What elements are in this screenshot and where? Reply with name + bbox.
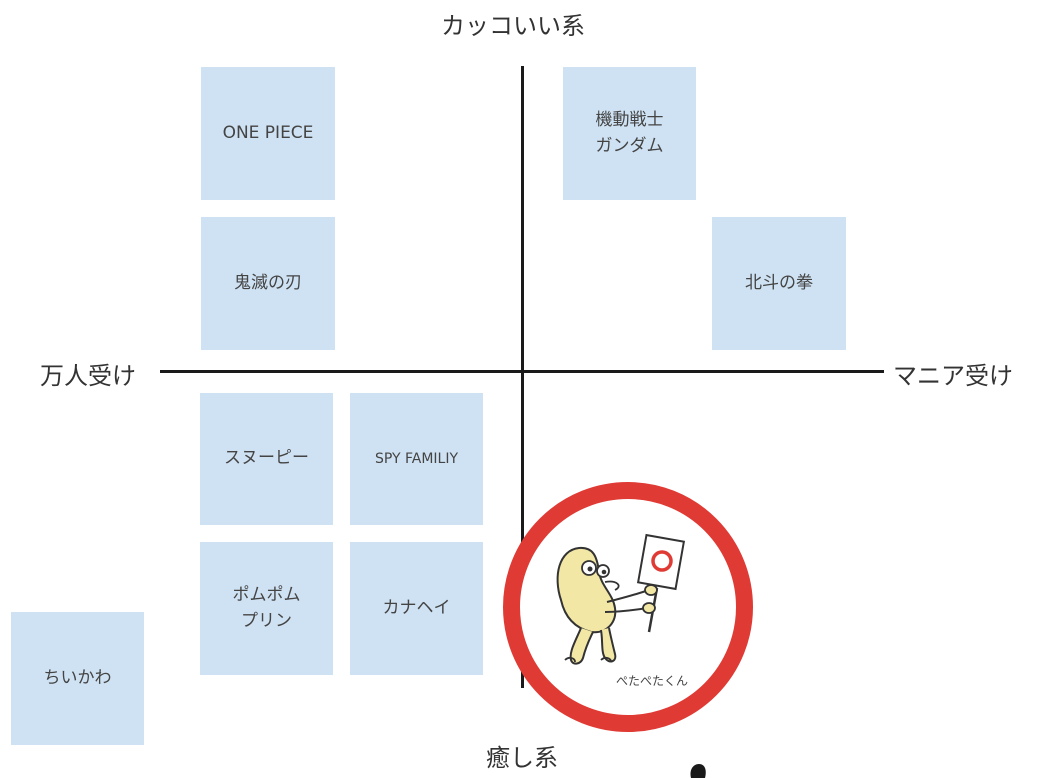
note-spy-family: SPY FAMILIY <box>350 393 483 525</box>
note-label: ちいかわ <box>43 667 112 688</box>
note-label: カナヘイ <box>382 597 451 618</box>
vertical-axis <box>521 66 524 688</box>
note-label: SPY FAMILIY <box>374 450 459 467</box>
note-hokuto: 北斗の拳 <box>712 217 846 350</box>
note-one-piece: ONE PIECE <box>201 67 335 200</box>
character-leg <box>569 627 594 665</box>
character-arm <box>606 589 650 603</box>
circle-mark-icon <box>651 550 673 572</box>
note-snoopy: スヌーピー <box>200 393 333 525</box>
axis-label-left: 万人受け <box>40 362 136 390</box>
scribble-mark <box>690 764 706 778</box>
character-label: ぺたぺたくん <box>616 674 689 688</box>
character-illustration <box>556 533 686 665</box>
axis-label-bottom: 癒し系 <box>486 744 558 772</box>
note-label: スヌーピー <box>224 448 309 469</box>
horizontal-axis <box>160 370 884 373</box>
axis-label-top: カッコいい系 <box>441 12 585 40</box>
note-label: ONE PIECE <box>222 122 314 143</box>
note-chiikawa: ちいかわ <box>11 612 144 745</box>
note-kimetsu: 鬼滅の刃 <box>201 217 335 350</box>
sign-board <box>636 533 686 591</box>
note-pompompurin: ポムポム プリン <box>200 542 333 675</box>
note-label: 鬼滅の刃 <box>234 272 302 293</box>
note-label: 機動戦士 ガンダム <box>595 110 664 156</box>
note-kanahei: カナヘイ <box>350 542 483 675</box>
character-leg <box>600 627 617 663</box>
note-label: ポムポム プリン <box>232 585 301 631</box>
note-label: 北斗の拳 <box>745 272 813 293</box>
axis-label-right: マニア受け <box>893 362 1013 390</box>
note-gundam: 機動戦士 ガンダム <box>563 67 696 200</box>
